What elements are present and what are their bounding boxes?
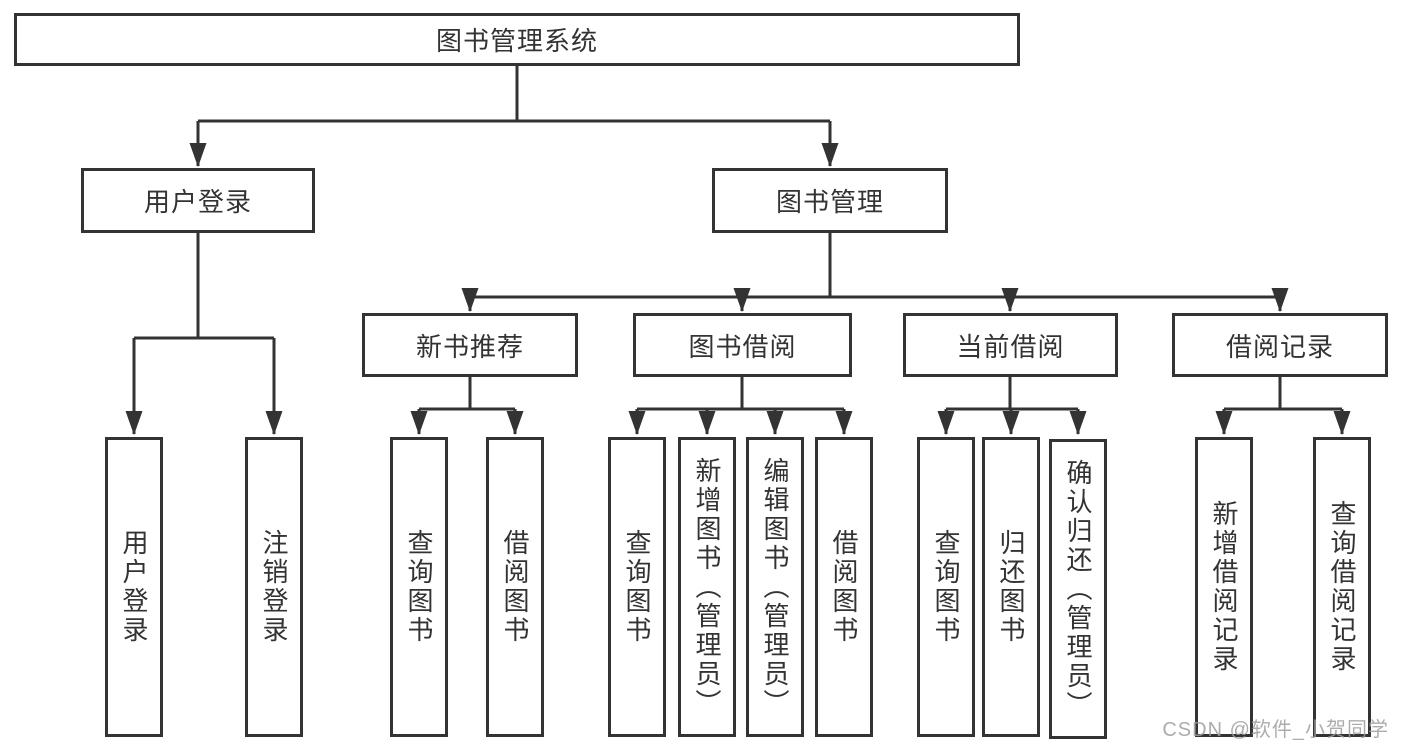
node-user-login: 用户登录: [81, 168, 315, 233]
csdn-watermark: CSDN @软件_小贺同学: [1162, 719, 1389, 741]
leaf-borrow-books-recommend: 借阅图书: [486, 437, 544, 737]
leaf-user-login: 用户登录: [105, 437, 163, 737]
leaf-confirm-return-admin: 确认归还（管理员）: [1049, 439, 1107, 739]
leaf-query-borrow-record: 查询借阅记录: [1313, 437, 1371, 737]
leaf-query-books-current: 查询图书: [917, 437, 975, 737]
leaf-add-book-admin: 新增图书（管理员）: [678, 437, 736, 737]
node-library-system: 图书管理系统: [14, 13, 1020, 66]
node-borrowing-records: 借阅记录: [1172, 313, 1388, 377]
leaf-add-borrow-record: 新增借阅记录: [1195, 437, 1253, 737]
node-book-management: 图书管理: [712, 168, 948, 233]
leaf-query-books-recommend: 查询图书: [390, 437, 448, 737]
leaf-borrow-books: 借阅图书: [815, 437, 873, 737]
node-book-borrowing: 图书借阅: [633, 313, 852, 377]
node-current-borrowing: 当前借阅: [903, 313, 1118, 377]
node-new-book-recommend: 新书推荐: [362, 313, 578, 377]
leaf-logout: 注销登录: [245, 437, 303, 737]
leaf-edit-book-admin: 编辑图书（管理员）: [746, 437, 804, 737]
leaf-return-books: 归还图书: [982, 437, 1040, 737]
leaf-query-books-borrowing: 查询图书: [608, 437, 666, 737]
